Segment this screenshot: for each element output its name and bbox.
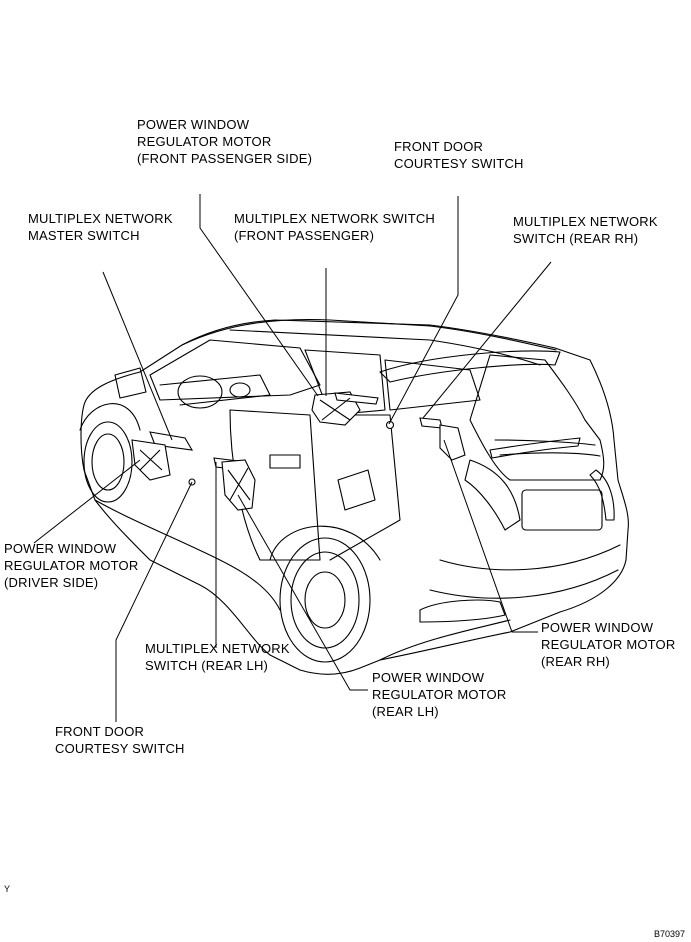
label-switch-rear-rh: MULTIPLEX NETWORK SWITCH (REAR RH) [513,214,658,246]
leader-pw-driver [33,459,141,544]
label-pw-rear-lh: POWER WINDOW REGULATOR MOTOR (REAR LH) [372,670,507,719]
leader-courtesy-bottom [115,481,193,722]
windshield [149,339,321,401]
pw-motor-rear-rh-component [439,424,466,461]
front-wheel [83,421,133,503]
leader-switch-rear-rh [422,261,552,419]
side-mirror [114,367,147,399]
label-front-door-courtesy-top: FRONT DOOR COURTESY SWITCH [394,139,524,171]
leader-pw-rear-rh [443,439,538,633]
leader-pw-rear-lh [237,494,368,691]
label-master-switch: MULTIPLEX NETWORK MASTER SWITCH [28,211,173,243]
rear-hatch [469,354,605,481]
label-front-door-courtesy-bottom: FRONT DOOR COURTESY SWITCH [55,724,185,756]
label-pw-front-passenger: POWER WINDOW REGULATOR MOTOR (FRONT PASS… [137,117,313,166]
figure-code: B70397 [654,929,686,939]
steering-wheel [177,375,223,409]
label-switch-rear-lh: MULTIPLEX NETWORK SWITCH (REAR LH) [145,641,290,673]
switch-rear-rh-component [419,417,443,429]
label-pw-driver: POWER WINDOW REGULATOR MOTOR (DRIVER SID… [4,541,139,590]
leader-master-switch [102,271,173,441]
label-pw-rear-rh: POWER WINDOW REGULATOR MOTOR (REAR RH) [541,620,676,669]
rear-wheel [279,537,371,663]
license-plate [521,489,603,531]
leader-courtesy-top [388,196,459,425]
corner-mark: Y [4,884,11,894]
car-body-outline [80,319,629,675]
label-switch-front-passenger: MULTIPLEX NETWORK SWITCH (FRONT PASSENGE… [234,211,436,243]
leader-pw-front-passenger [199,194,319,397]
